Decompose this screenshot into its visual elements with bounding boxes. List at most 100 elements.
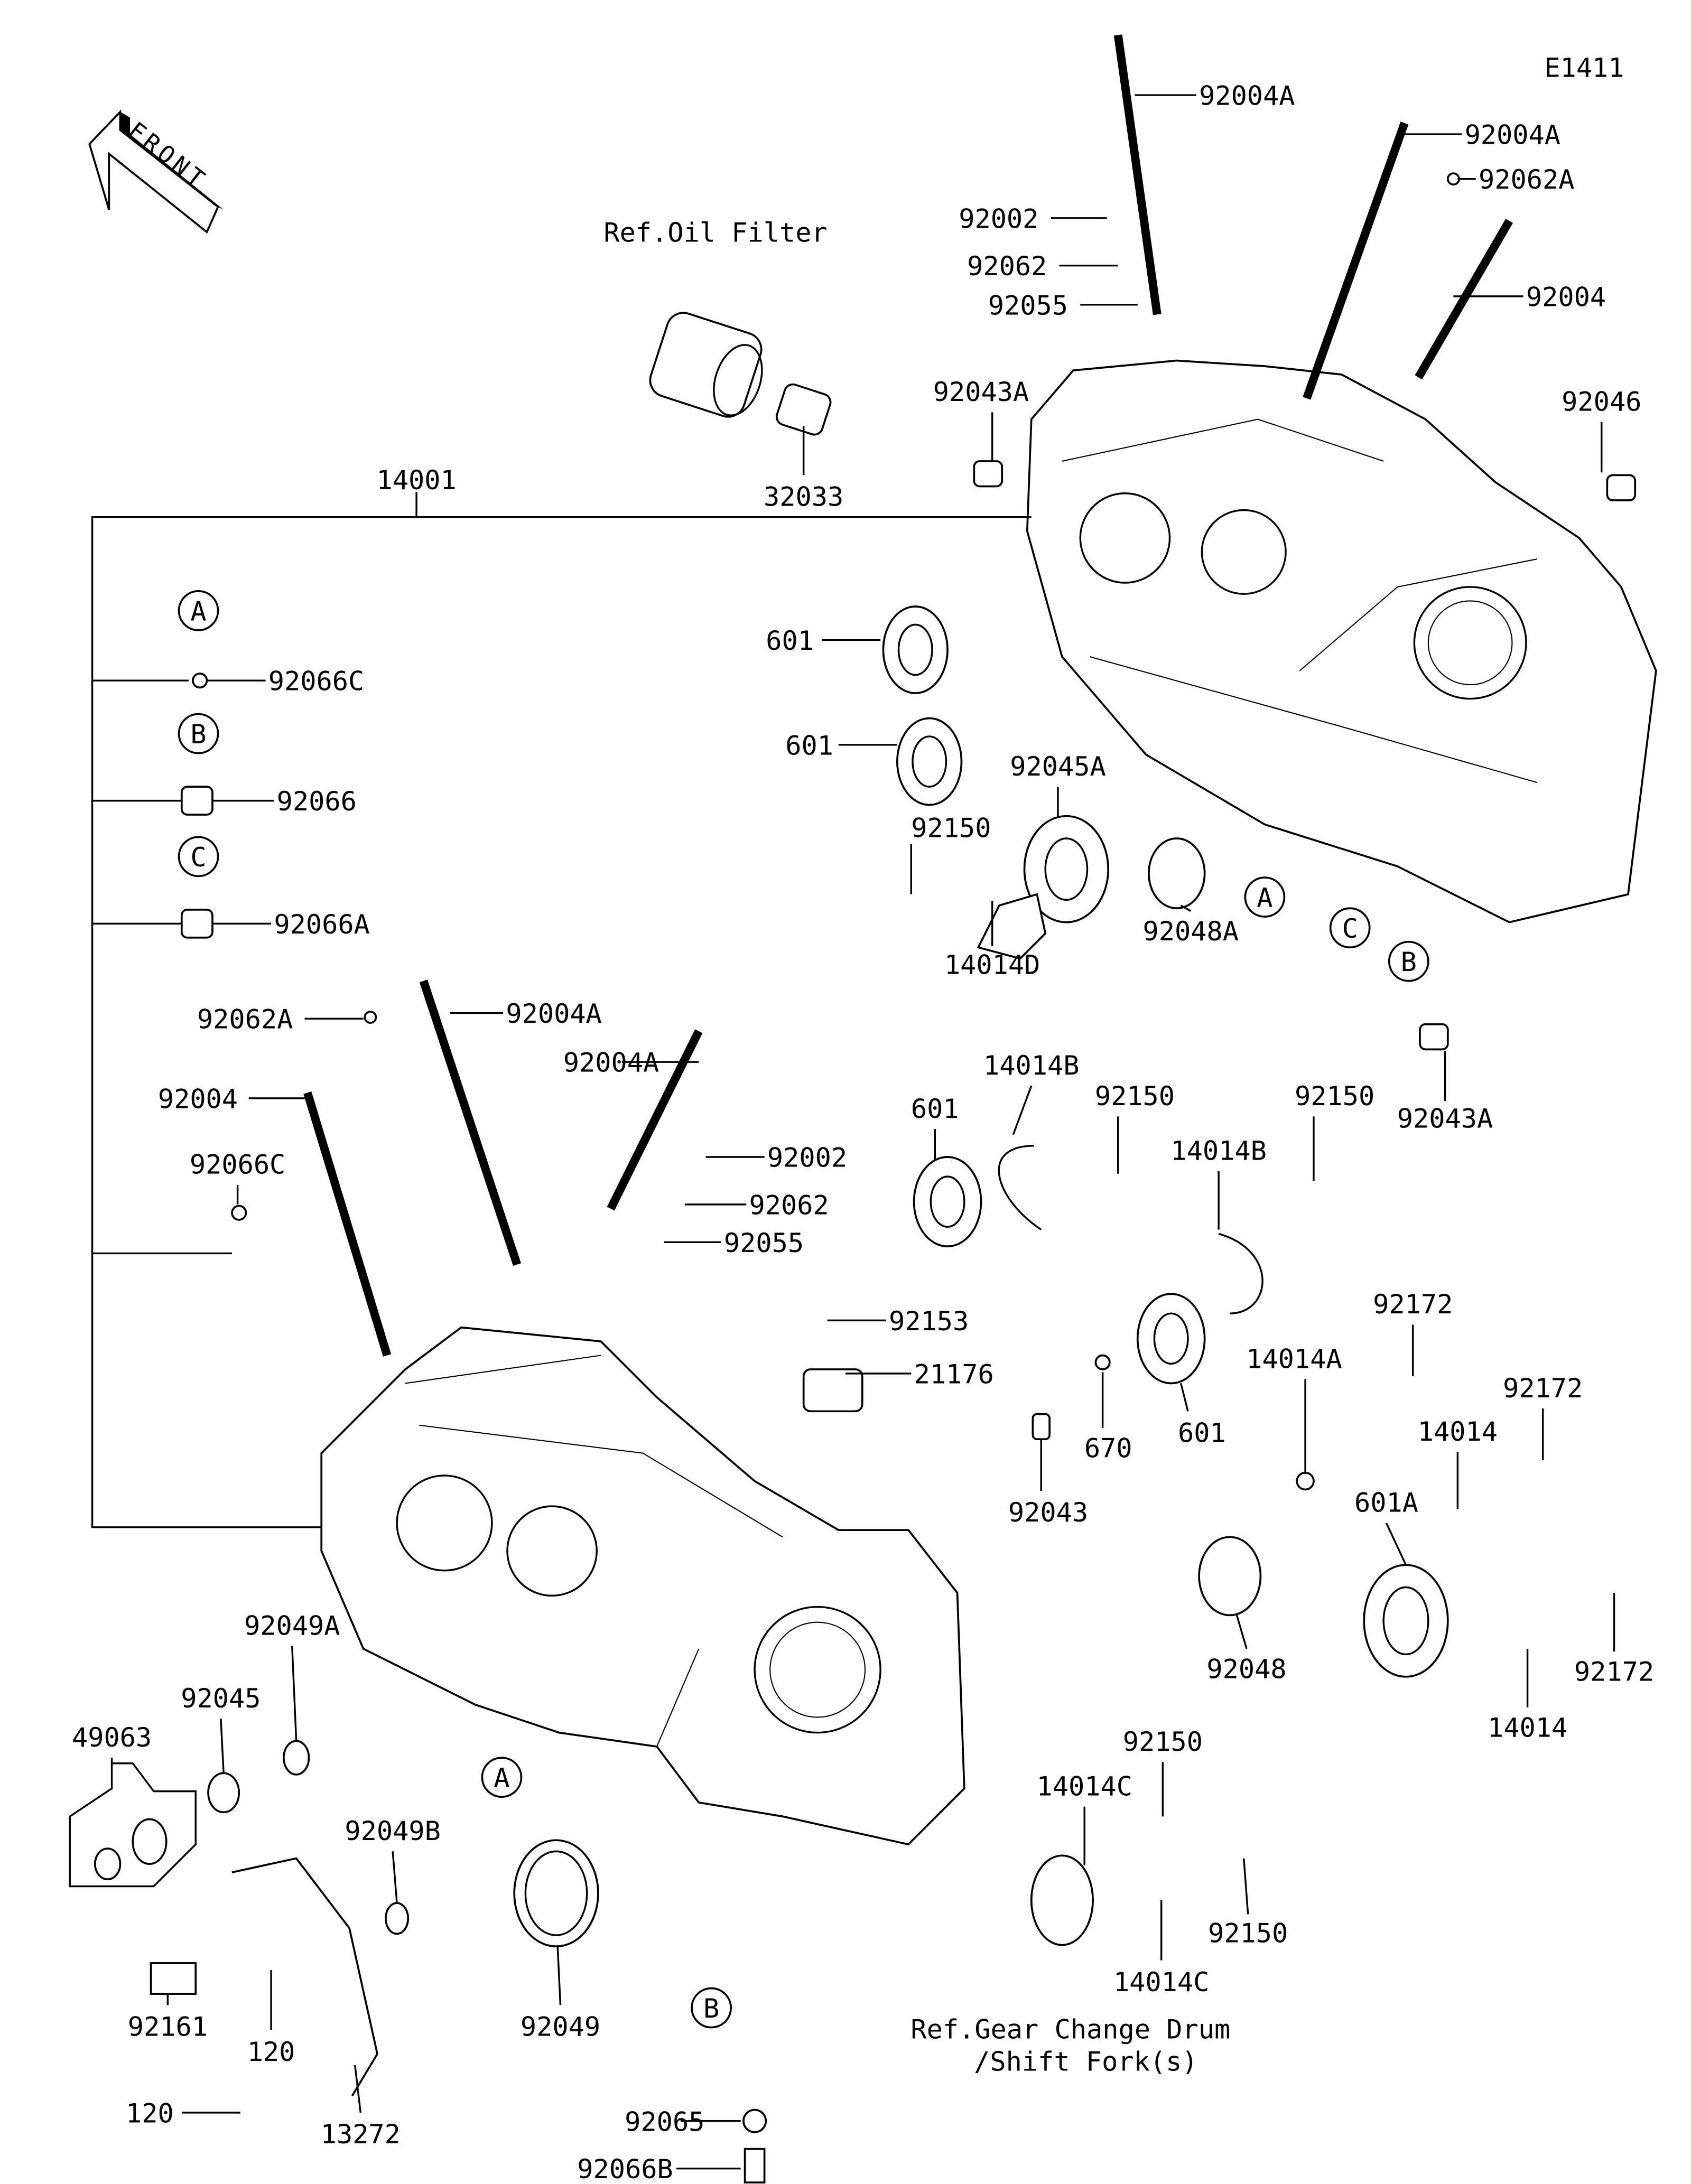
part-number-label: 601 [766,625,814,656]
callout-letter: B [703,1993,719,2024]
oil-filter [649,312,763,418]
ref-shift-fork-label: /Shift Fork(s) [974,2046,1197,2077]
callout-circle: B [691,1987,732,2029]
part-number-label: 92066A [274,909,369,940]
leader-line [1180,904,1192,912]
part-number-label: 92049A [244,1610,340,1641]
part-number-label: 92150 [1208,1917,1288,1948]
callout-letter: C [190,842,206,873]
callout-circle: B [178,713,219,754]
part-number-label: 92004 [158,1083,238,1114]
ref-gear-change-drum-label: Ref.Gear Change Drum [910,2014,1230,2045]
bearings-and-seals [94,172,1637,2183]
leader-line [1012,1085,1033,1135]
part-number-label: 92150 [911,812,991,843]
part-number-label: 14014C [1113,1966,1209,1998]
part-number-label: 92043 [1008,1497,1088,1528]
part-number-label: 92055 [988,290,1068,321]
part-number-label: 120 [126,2097,174,2129]
part-number-label: 92153 [889,1305,969,1337]
part-number-label: 92004A [1465,119,1560,151]
callout-letter: A [1257,882,1272,913]
part-number-label: 92066C [190,1149,285,1180]
leader-line [354,2065,362,2113]
part-number-label: 92150 [1095,1080,1175,1112]
part-number-label: 92172 [1373,1289,1453,1320]
part-number-label: 21176 [914,1358,994,1389]
leader-line [1385,1523,1407,1565]
part-number-label: 92002 [959,203,1038,234]
part-number-label: 92004A [1199,80,1295,111]
oil-filter-fitting [775,383,832,436]
part-number-label: 92150 [1295,1080,1374,1112]
leader-line [1235,1614,1248,1649]
leader-line [1180,1383,1189,1412]
part-number-label: 92043A [933,376,1029,407]
diagram-code: E1411 [1544,52,1624,83]
callout-letter: A [190,595,206,627]
part-number-label: 14014B [1170,1135,1266,1166]
callout-circle: B [1388,940,1429,982]
callout-letter: B [1401,946,1417,977]
part-number-label: 14014 [1418,1416,1498,1447]
part-number-label: 14001 [376,464,456,496]
callout-circle: A [1244,876,1286,918]
part-number-label: 92004A [506,998,601,1029]
part-number-label: 92049 [521,2011,600,2042]
part-number-label: 601A [1354,1487,1418,1518]
studs [303,34,1513,1357]
callout-letter: A [494,1762,509,1794]
part-number-label: 92066B [577,2153,673,2184]
part-number-label: 92004A [563,1047,659,1078]
callout-circle: C [1329,907,1371,949]
part-number-label: 92045 [181,1683,261,1714]
part-number-label: 92062 [967,250,1047,282]
upper-crankcase-half [1026,359,1657,923]
part-number-label: 92150 [1123,1726,1203,1757]
part-number-label: 92062A [1479,164,1574,195]
kit-bracket-49063 [69,1762,197,1888]
part-number-label: 92161 [128,2011,208,2042]
part-number-label: 92048A [1142,916,1238,947]
leader-line [291,1646,298,1741]
part-number-label: 92049B [345,1815,440,1846]
part-number-label: 13272 [321,2118,401,2150]
part-number-label: 32033 [764,481,843,512]
part-number-label: 92004 [1526,281,1606,312]
part-number-label: 14014D [944,949,1040,981]
part-number-label: 601 [911,1093,959,1124]
part-number-label: 92065 [625,2106,704,2137]
part-number-label: 92043A [1397,1103,1493,1134]
lower-crankcase-half [320,1326,965,1846]
callout-circle: A [178,590,219,631]
part-number-label: 601 [1178,1417,1226,1448]
part-number-label: 14014B [983,1050,1079,1081]
part-number-label: 92066C [268,666,364,697]
leader-line [220,1719,225,1774]
part-number-label: 92066 [277,786,357,817]
part-number-label: 601 [785,730,833,761]
callout-letter: B [190,718,206,750]
part-number-label: 92055 [724,1227,804,1258]
part-number-label: 92172 [1574,1656,1654,1687]
part-number-label: 92062A [197,1004,293,1035]
part-number-label: 14014 [1488,1712,1567,1743]
leader-line [1243,1858,1249,1915]
part-number-label: 92046 [1562,386,1641,417]
assembly-bracket-14001 [91,492,1032,1528]
part-number-label: 92045A [1010,751,1105,782]
part-number-label: 92062 [749,1189,829,1220]
front-direction-arrow-icon: FRONT [88,109,224,234]
part-number-label: 14014C [1036,1771,1132,1802]
callout-circle: A [481,1757,523,1798]
part-number-label: 120 [247,2036,295,2067]
part-number-label: 49063 [72,1722,152,1753]
leader-line [556,1946,562,2005]
leader-line [392,1851,398,1903]
callout-circle: C [178,836,219,878]
ref-oil-filter-label: Ref.Oil Filter [603,217,827,248]
part-number-label: 670 [1084,1433,1132,1464]
